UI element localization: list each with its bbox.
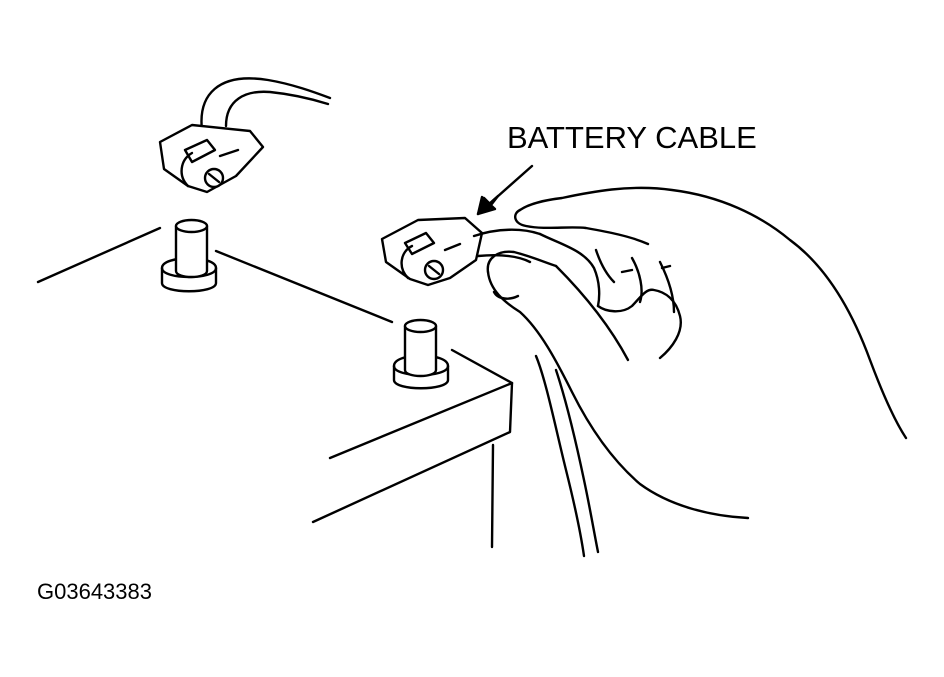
battery-case (36, 226, 514, 549)
left-terminal-post (160, 218, 218, 293)
lower-cable-wire (534, 354, 600, 558)
right-terminal-post (392, 318, 450, 390)
battery-cable-label: BATTERY CABLE (507, 120, 757, 155)
callout-arrow (476, 164, 534, 216)
held-cable-clamp (380, 216, 542, 287)
hand-thumb-tip (514, 208, 650, 246)
figure-id-label: G03643383 (37, 579, 152, 604)
hand-knuckles (596, 288, 682, 360)
upper-cable-clamp (158, 77, 332, 194)
battery-top-outline (36, 226, 514, 385)
hand-finger-tip (486, 250, 558, 274)
hand-wrist-line (554, 264, 630, 362)
hand-palm-edge (486, 270, 750, 520)
upper-cable-wire (200, 77, 332, 132)
hand-index-finger (538, 232, 601, 308)
hand (486, 186, 908, 520)
hand-thumb (518, 186, 908, 440)
battery-side-edge (490, 443, 495, 549)
battery-front-face (311, 381, 514, 524)
